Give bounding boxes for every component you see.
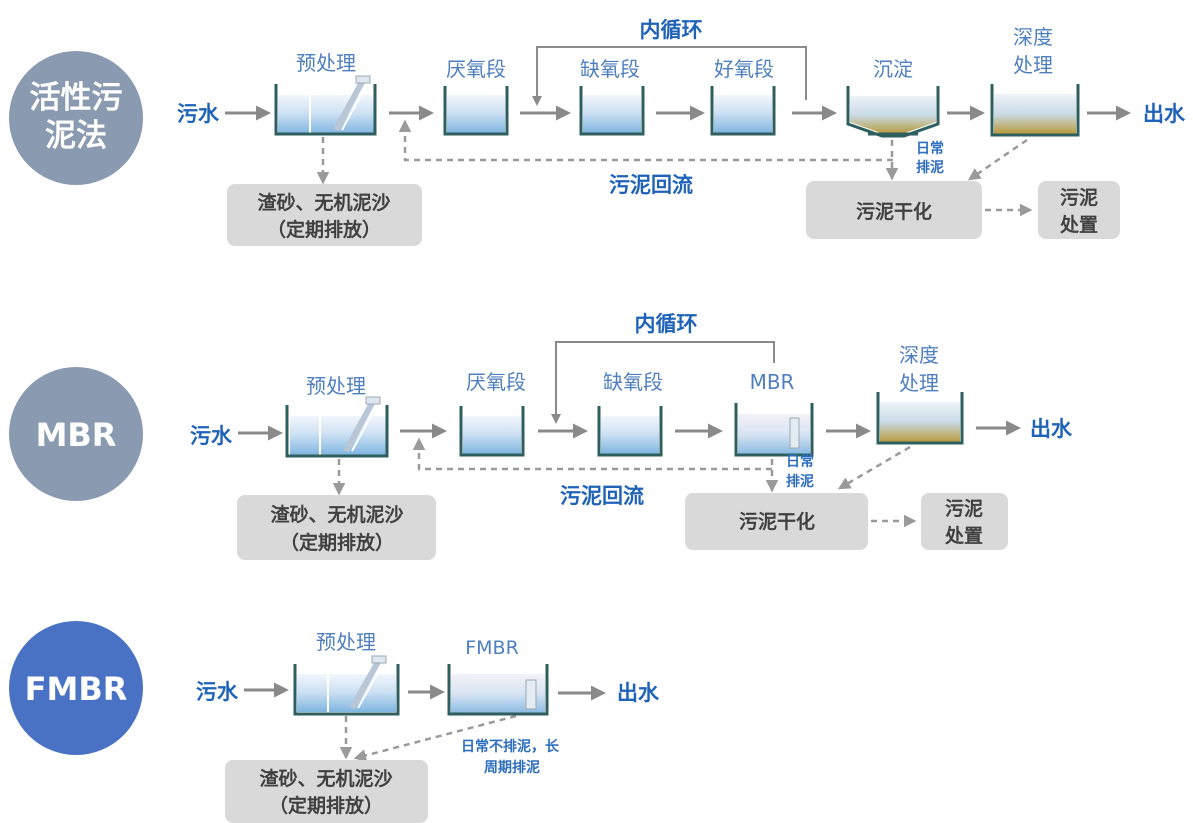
asp-disposal-line2: 处置 [1059, 213, 1098, 236]
mbr-inlet-label: 污水 [190, 424, 233, 448]
fmbr-note-line2: 周期排泥 [484, 759, 540, 776]
asp-anoxic-label: 缺氧段 [580, 57, 640, 81]
mbr-sludge-return-label: 污泥回流 [560, 484, 644, 508]
asp-section-badge [9, 51, 143, 185]
asp-outlet-label: 出水 [1143, 102, 1186, 126]
fmbr-inlet-label: 污水 [196, 680, 239, 704]
mbr-disposal-box [921, 493, 1008, 550]
mbr-anoxic-tank [597, 406, 663, 457]
asp-internal-loop-label: 内循环 [640, 18, 703, 42]
mbr-anoxic-label: 缺氧段 [603, 370, 663, 394]
asp-inlet-label: 污水 [177, 102, 220, 126]
mbr-daily-line2: 排泥 [786, 473, 814, 490]
fmbr-reactor-label: FMBR [465, 637, 519, 659]
asp-anoxic-tank [579, 86, 645, 136]
asp-disposal-line1: 污泥 [1060, 187, 1098, 209]
asp-aerobic-label: 好氧段 [714, 57, 774, 81]
asp-grit-line2: （定期排放） [267, 218, 381, 241]
asp-deep-label-line2: 处理 [1013, 53, 1053, 77]
fmbr-outlet-label: 出水 [617, 681, 660, 705]
asp-grit-box [227, 184, 422, 246]
fmbr-section-badge [9, 621, 143, 755]
asp-settling-tank [846, 86, 940, 138]
asp-anaerobic-label: 厌氧段 [446, 57, 506, 81]
mbr-sludge-return-line [412, 437, 772, 471]
asp-title-line2: 泥法 [45, 118, 107, 154]
mbr-deep-sludge-line [837, 445, 911, 490]
asp-pretreat-label: 预处理 [296, 51, 356, 75]
asp-grit-line1: 渣砂、无机泥沙 [257, 191, 390, 214]
mbr-deep-label-line2: 处理 [899, 371, 939, 395]
mbr-section-badge [9, 367, 143, 501]
asp-drying-box [806, 181, 982, 239]
mbr-disposal-line1: 污泥 [945, 498, 983, 520]
mbr-membrane-tank [734, 403, 814, 457]
mbr-grit-line1: 渣砂、无机泥沙 [270, 503, 403, 526]
mbr-outlet-label: 出水 [1030, 417, 1073, 441]
asp-sludge-return-label: 污泥回流 [609, 173, 693, 197]
fmbr-grit-line1: 渣砂、无机泥沙 [259, 767, 392, 790]
fmbr-reactor-tank [447, 664, 549, 716]
asp-drying-label: 污泥干化 [856, 200, 932, 223]
mbr-anaerobic-label: 厌氧段 [466, 370, 526, 394]
asp-deep-sludge-line [967, 138, 1028, 181]
fmbr-grit-box [225, 760, 428, 823]
mbr-grit-box [237, 495, 436, 560]
mbr-drying-label: 污泥干化 [739, 510, 815, 533]
asp-sludge-return-line [398, 119, 893, 162]
asp-disposal-box [1038, 181, 1120, 239]
mbr-daily-line1: 日常 [786, 453, 814, 470]
mbr-title: MBR [36, 416, 117, 454]
asp-anaerobic-tank [443, 86, 509, 136]
asp-daily-line2: 排泥 [916, 159, 944, 176]
section-fmbr: FMBR 污水 预处理 FMBR 日常不排泥，长 周期排泥 出水 渣砂、无机泥沙… [9, 621, 660, 823]
asp-deep-treat-tank [990, 84, 1080, 137]
mbr-mbr-label: MBR [750, 370, 795, 394]
section-activated-sludge: 活性污 泥法 污水 预处理 渣砂、无机泥沙 （定期排放） 厌氧段 缺氧 [9, 18, 1186, 246]
asp-aerobic-tank [710, 86, 776, 136]
fmbr-long-cycle-line [353, 714, 517, 762]
asp-daily-line1: 日常 [916, 140, 944, 157]
mbr-internal-loop-label: 内循环 [635, 312, 698, 336]
asp-title-line1: 活性污 [30, 80, 123, 116]
asp-deep-label-line1: 深度 [1013, 25, 1053, 49]
mbr-disposal-line2: 处置 [944, 524, 983, 547]
mbr-deep-label-line1: 深度 [899, 343, 939, 367]
mbr-anaerobic-tank [459, 406, 525, 457]
asp-settling-label: 沉淀 [873, 57, 913, 81]
fmbr-title: FMBR [25, 670, 128, 708]
mbr-pretreat-label: 预处理 [306, 374, 366, 398]
mbr-deep-treat-tank [876, 392, 964, 445]
mbr-pretreat-tank [285, 396, 389, 458]
fmbr-note-line1: 日常不排泥，长 [461, 738, 560, 755]
mbr-drying-box [685, 493, 868, 550]
asp-internal-loop-line [532, 46, 807, 106]
fmbr-pretreat-tank [293, 655, 400, 716]
section-mbr: MBR 污水 预处理 渣砂、无机泥沙 （定期排放） 厌氧段 缺氧段 [9, 312, 1073, 560]
fmbr-grit-line2: （定期排放） [269, 794, 383, 817]
mbr-internal-loop-line [551, 341, 775, 424]
asp-pretreat-tank [274, 75, 377, 136]
mbr-grit-line2: （定期排放） [280, 531, 394, 554]
fmbr-pretreat-label: 预处理 [316, 630, 376, 654]
